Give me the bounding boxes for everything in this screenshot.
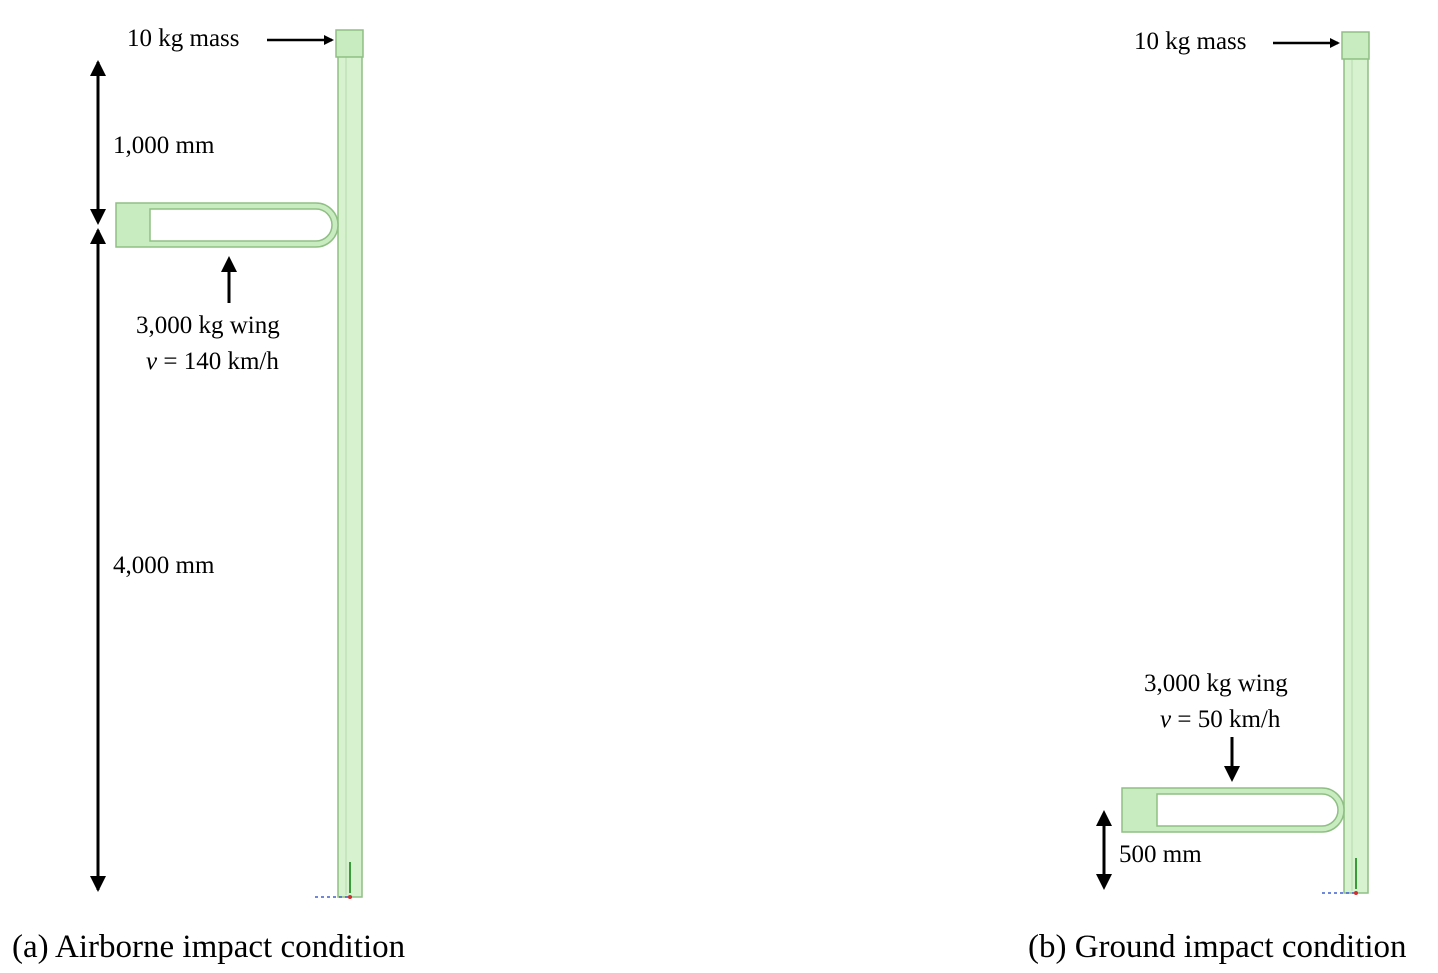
pole-b (1343, 57, 1369, 894)
wing-label-a: 3,000 kg wing (136, 312, 280, 339)
wing-label-b: 3,000 kg wing (1144, 670, 1288, 697)
mass-block-a (335, 29, 364, 58)
panel-b: 10 kg mass 3,000 kg wing v = 50 km/h 500… (1028, 28, 1407, 965)
wing-b (1121, 787, 1345, 833)
dim-label-b: 500 mm (1119, 841, 1202, 868)
caption-b: (b) Ground impact condition (1028, 929, 1407, 965)
velocity-label-b: v = 50 km/h (1160, 706, 1281, 733)
dim-label-bottom-a: 4,000 mm (113, 552, 215, 579)
dim-label-top-a: 1,000 mm (113, 132, 215, 159)
pole-a (337, 54, 363, 898)
mass-block-b (1341, 31, 1370, 60)
panel-a: 10 kg mass 1,000 mm 4,000 mm 3,000 kg wi… (12, 25, 405, 965)
caption-a: (a) Airborne impact condition (12, 929, 405, 965)
mass-label-a: 10 kg mass (127, 25, 240, 52)
mass-label-b: 10 kg mass (1134, 28, 1247, 55)
wing-a (115, 202, 339, 248)
velocity-label-a: v = 140 km/h (146, 348, 279, 375)
